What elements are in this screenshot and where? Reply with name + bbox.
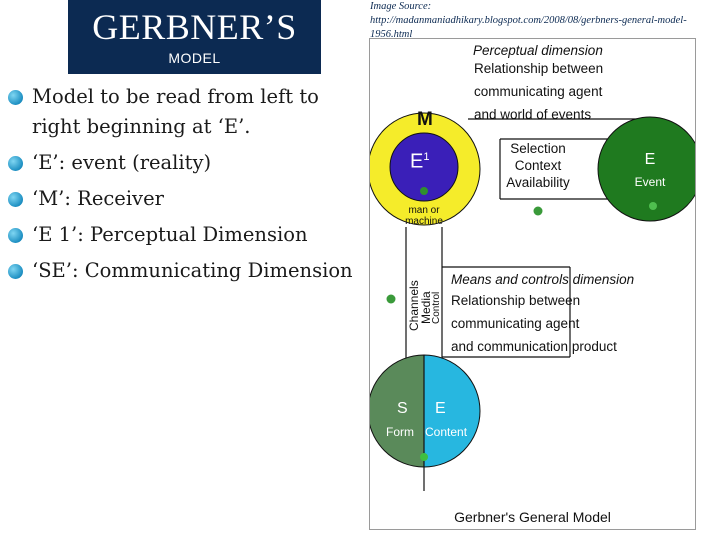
perceptual-desc-3: and world of events	[474, 107, 592, 122]
perceptual-desc-1: Relationship between	[474, 61, 604, 76]
image-source-label: Image Source:	[370, 1, 432, 12]
bullet-item: ‘SE’: Communicating Dimension	[8, 256, 358, 286]
means-desc-2: communicating agent	[451, 316, 580, 331]
e1-point	[420, 187, 428, 195]
means-title: Means and controls dimension	[451, 272, 635, 287]
form-half	[370, 354, 425, 468]
selection-label: Selection	[510, 141, 566, 156]
event-e-label: E	[644, 151, 656, 168]
bullet-icon	[8, 90, 23, 105]
bullet-icon	[8, 192, 23, 207]
bullet-item: ‘M’: Receiver	[8, 184, 358, 214]
content-label: Content	[425, 425, 468, 439]
m-label: M	[417, 109, 433, 130]
bullet-item: Model to be read from left to right begi…	[8, 82, 358, 142]
e1-circle	[389, 132, 459, 202]
channel-point	[386, 294, 396, 304]
man-or-label: man or	[408, 205, 440, 216]
title-box: GERBNER’S MODEL	[68, 0, 321, 74]
form-label: Form	[386, 425, 414, 439]
se-e-label: E	[435, 400, 446, 417]
perceptual-title: Perceptual dimension	[473, 43, 603, 58]
image-source: Image Source: http://madanmaniadhikary.b…	[370, 0, 710, 42]
content-half	[423, 354, 481, 468]
means-desc-1: Relationship between	[451, 293, 581, 308]
diagram-graphic	[370, 112, 695, 491]
e1-label: E1	[410, 150, 430, 173]
context-label: Context	[514, 158, 562, 173]
availability-label: Availability	[506, 175, 570, 190]
gerbner-diagram: Perceptual dimension Relationship betwee…	[369, 38, 696, 530]
s-label: S	[397, 400, 408, 417]
selection-point	[533, 206, 543, 216]
machine-label: machine	[405, 216, 443, 227]
means-desc-3: and communication product	[451, 339, 617, 354]
event-point	[649, 202, 657, 210]
bullet-item: ‘E’: event (reality)	[8, 148, 358, 178]
bullet-icon	[8, 264, 23, 279]
bullet-list: Model to be read from left to right begi…	[8, 82, 358, 292]
image-source-url[interactable]: http://madanmaniadhikary.blogspot.com/20…	[370, 15, 687, 40]
bullet-icon	[8, 228, 23, 243]
slide-title: GERBNER’S	[92, 7, 297, 47]
bullet-icon	[8, 156, 23, 171]
perceptual-desc-2: communicating agent	[474, 84, 603, 99]
slide-subtitle: MODEL	[168, 50, 221, 66]
event-label: Event	[634, 175, 666, 189]
bullet-item: ‘E 1’: Perceptual Dimension	[8, 220, 358, 250]
diagram-caption: Gerbner's General Model	[454, 509, 611, 525]
control-label: Control	[431, 291, 442, 324]
event-circle	[597, 116, 695, 222]
se-point	[420, 453, 428, 461]
